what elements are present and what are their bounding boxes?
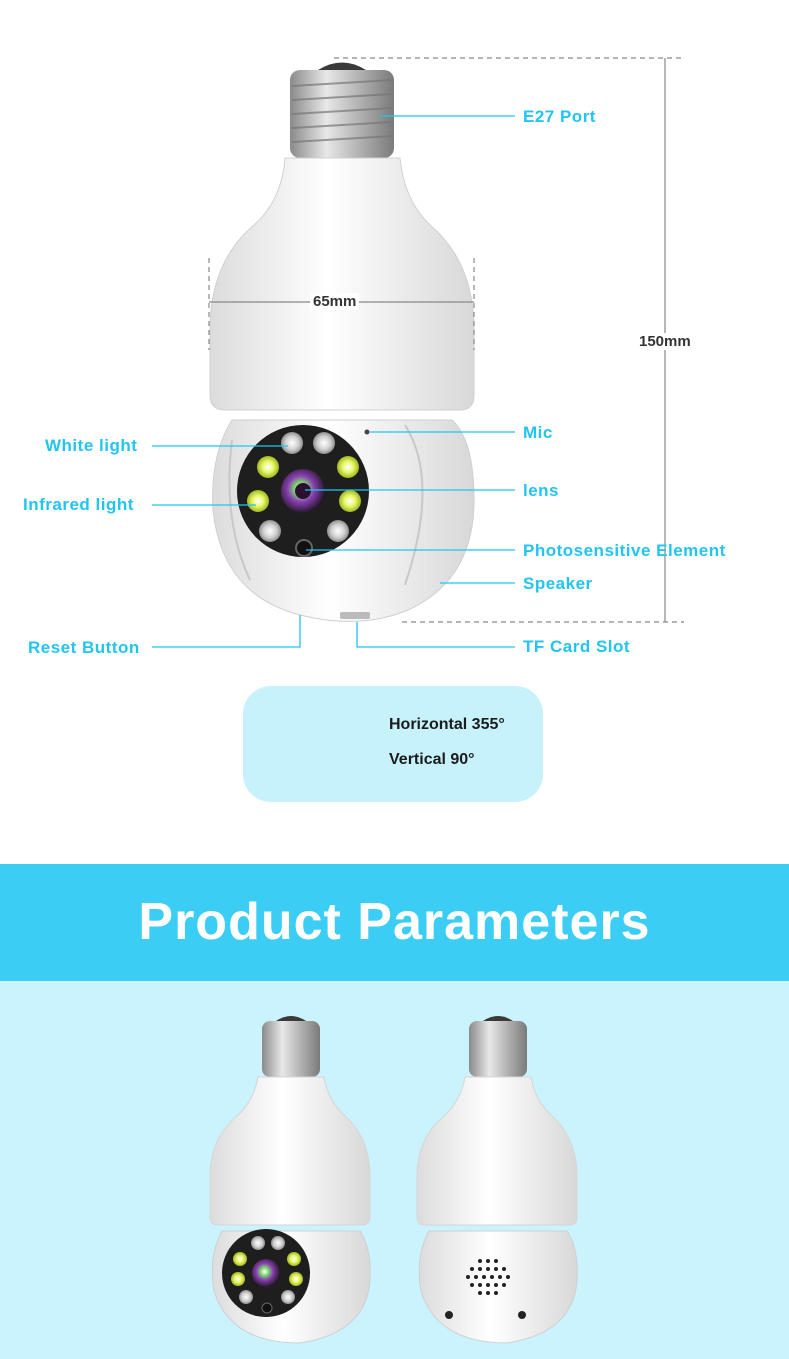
dimension-width-label: 65mm <box>310 293 360 310</box>
bulb-camera-front-view <box>209 1016 371 1344</box>
label-infrared-light: Infrared light <box>23 495 134 514</box>
label-white-light: White light <box>45 436 138 455</box>
label-speaker: Speaker <box>523 574 593 593</box>
label-tf-card-slot: TF Card Slot <box>523 637 631 656</box>
label-lens: lens <box>523 481 560 500</box>
section-banner: Product Parameters <box>0 864 789 981</box>
product-views-illustration <box>209 1016 578 1344</box>
banner-title: Product Parameters <box>138 893 651 951</box>
bulb-camera-main <box>209 62 475 622</box>
dimension-height-label: 150mm <box>636 333 694 350</box>
rotation-horizontal: Horizontal 355° <box>389 716 505 733</box>
callout-lines <box>152 115 515 648</box>
label-photosensitive-element: Photosensitive Element <box>523 541 726 560</box>
rotation-vertical: Vertical 90° <box>389 751 475 768</box>
bulb-camera-back-view <box>416 1016 578 1344</box>
product-views <box>0 981 789 1359</box>
rotation-panel: Horizontal 355° Vertical 90° <box>243 686 543 802</box>
label-mic: Mic <box>523 423 553 442</box>
label-e27-port: E27 Port <box>523 107 596 126</box>
label-reset-button: Reset Button <box>28 638 140 657</box>
